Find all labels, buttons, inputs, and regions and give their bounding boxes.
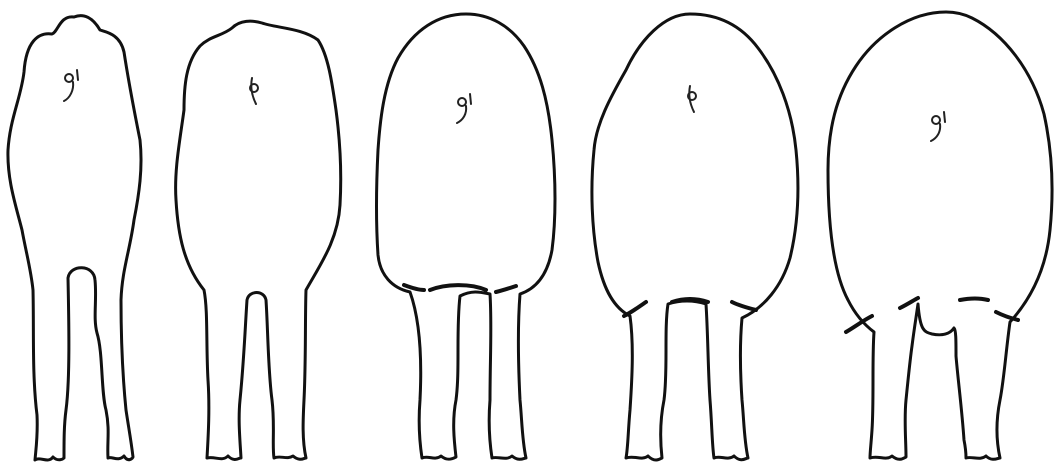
female-symbol-4 [688,86,696,112]
male-symbol-1 [64,70,78,101]
fold-left-3 [404,285,424,290]
fold-right-4 [732,302,756,310]
hindquarter-outline-5 [828,12,1052,459]
hindquarter-outline-4 [592,14,798,460]
fold-left-4 [624,302,646,316]
male-symbol-3 [457,94,471,123]
hindquarter-outline-3 [377,14,556,459]
fold-midleft-5 [900,298,918,308]
hindquarter-outline-2 [176,21,341,459]
fold-midright-5 [960,299,988,301]
fold-right-3 [496,286,516,292]
female-symbol-2 [250,78,258,104]
male-symbol-5 [931,112,945,141]
fold-mid-3 [430,285,486,290]
hindquarter-outline-1 [8,16,141,460]
